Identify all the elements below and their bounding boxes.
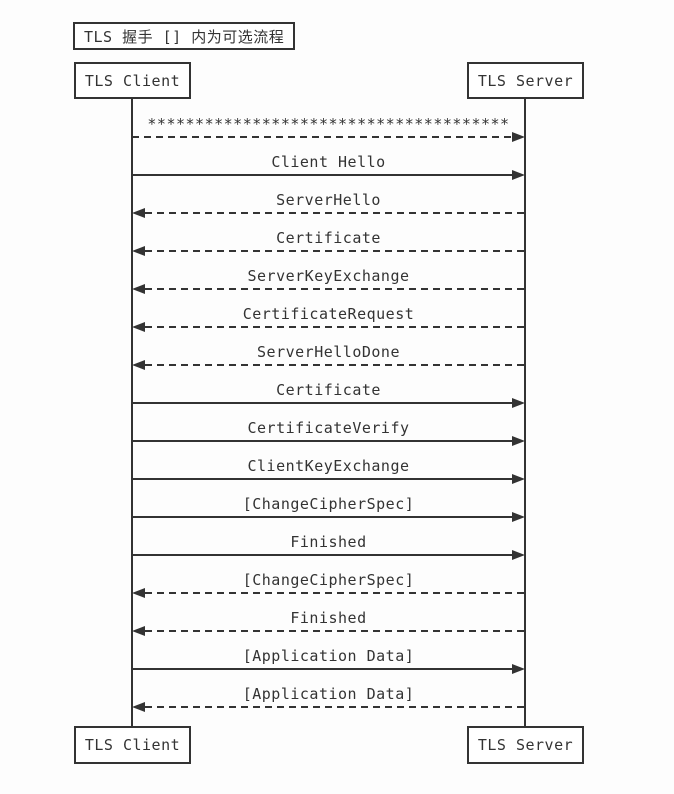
arrowhead-icon bbox=[132, 626, 145, 636]
arrowhead-icon bbox=[132, 208, 145, 218]
message-label: Certificate bbox=[276, 229, 381, 247]
message-arrow bbox=[145, 288, 525, 290]
arrowhead-icon bbox=[512, 664, 525, 674]
message-label: Certificate bbox=[276, 381, 381, 399]
arrowhead-icon bbox=[132, 702, 145, 712]
arrowhead-icon bbox=[512, 170, 525, 180]
server-lifeline bbox=[524, 98, 526, 726]
actor-server-top: TLS Server bbox=[467, 62, 584, 99]
message-arrow bbox=[145, 592, 525, 594]
diagram-title: TLS 握手 [] 内为可选流程 bbox=[73, 22, 296, 50]
arrowhead-icon bbox=[512, 474, 525, 484]
message-label: [Application Data] bbox=[242, 647, 415, 665]
arrowhead-icon bbox=[132, 246, 145, 256]
client-lifeline bbox=[131, 98, 133, 726]
message-arrow bbox=[145, 212, 525, 214]
message-arrow bbox=[132, 478, 512, 480]
arrowhead-icon bbox=[132, 588, 145, 598]
message-arrow bbox=[132, 174, 512, 176]
message-label: ************************************** bbox=[147, 115, 510, 133]
message-arrow bbox=[132, 440, 512, 442]
message-label: [Application Data] bbox=[242, 685, 415, 703]
actor-client-bottom: TLS Client bbox=[74, 726, 191, 764]
message-label: Finished bbox=[290, 609, 367, 627]
message-label: ServerHello bbox=[276, 191, 381, 209]
message-arrow bbox=[145, 706, 525, 708]
message-arrow bbox=[132, 554, 512, 556]
arrowhead-icon bbox=[512, 436, 525, 446]
message-arrow bbox=[132, 136, 512, 138]
message-label: Finished bbox=[290, 533, 367, 551]
message-label: ServerHelloDone bbox=[257, 343, 400, 361]
message-label: CertificateRequest bbox=[242, 305, 415, 323]
message-label: CertificateVerify bbox=[247, 419, 410, 437]
arrowhead-icon bbox=[512, 512, 525, 522]
message-label: [ChangeCipherSpec] bbox=[242, 495, 415, 513]
message-label: ClientKeyExchange bbox=[247, 457, 410, 475]
message-arrow bbox=[132, 402, 512, 404]
message-label: Client Hello bbox=[271, 153, 386, 171]
arrowhead-icon bbox=[512, 550, 525, 560]
message-label: ServerKeyExchange bbox=[247, 267, 410, 285]
arrowhead-icon bbox=[512, 398, 525, 408]
arrowhead-icon bbox=[132, 322, 145, 332]
actor-server-bottom: TLS Server bbox=[467, 726, 584, 764]
message-arrow bbox=[145, 326, 525, 328]
message-arrow bbox=[132, 516, 512, 518]
message-label: [ChangeCipherSpec] bbox=[242, 571, 415, 589]
message-arrow bbox=[145, 630, 525, 632]
message-arrow bbox=[145, 364, 525, 366]
actor-client-top: TLS Client bbox=[74, 62, 191, 99]
message-arrow bbox=[132, 668, 512, 670]
arrowhead-icon bbox=[132, 284, 145, 294]
arrowhead-icon bbox=[132, 360, 145, 370]
arrowhead-icon bbox=[512, 132, 525, 142]
message-arrow bbox=[145, 250, 525, 252]
